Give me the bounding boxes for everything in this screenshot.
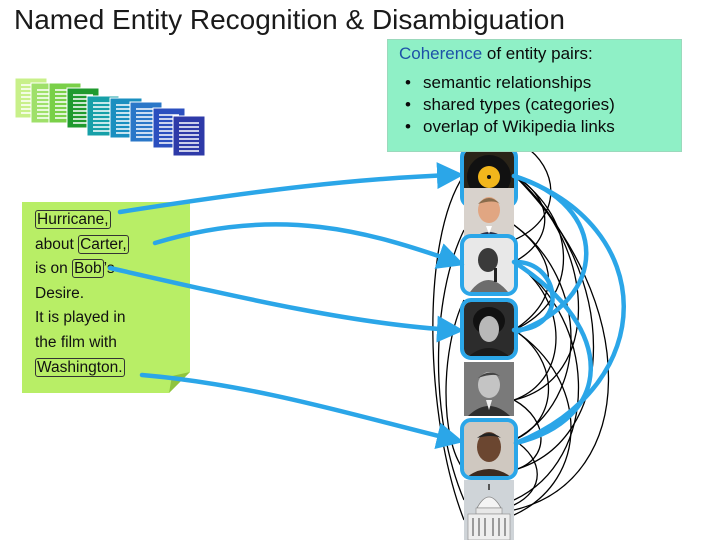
note-line: Washington. [35, 356, 129, 381]
portrait-curly-hair-man-icon [464, 302, 514, 356]
coherence-heading: Coherence of entity pairs: [399, 44, 593, 63]
mention-bob[interactable]: Bob [72, 259, 104, 279]
arrow-carter [152, 222, 465, 269]
note-line: about Carter, [35, 234, 129, 254]
coherence-list: •semantic relationships •shared types (c… [399, 72, 681, 138]
mention-hurricane[interactable]: Hurricane, [35, 210, 111, 229]
arrow-bob [107, 265, 464, 343]
capitol-building-icon [464, 480, 514, 540]
portrait-singer-icon [464, 238, 514, 292]
coherence-item: •overlap of Wikipedia links [405, 117, 615, 136]
coherence-item: •semantic relationships [405, 73, 592, 92]
note-text: Hurricane, about Carter, is on Bob’s Des… [35, 208, 129, 380]
mention-carter[interactable]: Carter, [78, 234, 129, 254]
entity-bob-dylan-photo[interactable] [460, 298, 518, 360]
entity-singer-photo[interactable] [460, 234, 518, 296]
coherence-curve [511, 259, 593, 446]
portrait-actor-icon [464, 422, 514, 476]
portrait-politician-icon [464, 362, 514, 416]
coherence-curve [511, 173, 626, 446]
entity-washington-photo[interactable] [460, 418, 518, 480]
note-line: Hurricane, [35, 208, 129, 233]
note-line: the film with [35, 333, 117, 351]
slide-title: Named Entity Recognition & Disambiguatio… [14, 4, 565, 35]
coherence-box: Coherence of entity pairs: •semantic rel… [387, 39, 682, 152]
entity-capitol-photo[interactable] [464, 480, 514, 540]
coherence-curve [511, 259, 555, 333]
coherence-item: •shared types (categories) [405, 95, 615, 114]
arrow-hurricane [117, 162, 464, 215]
mention-washington[interactable]: Washington. [35, 357, 125, 377]
arrow-washington [139, 372, 464, 450]
note-line: Desire. [35, 284, 85, 302]
document-stack-icon [15, 78, 206, 157]
entity-politician-photo[interactable] [464, 362, 514, 416]
note-line: It is played in [35, 309, 126, 327]
